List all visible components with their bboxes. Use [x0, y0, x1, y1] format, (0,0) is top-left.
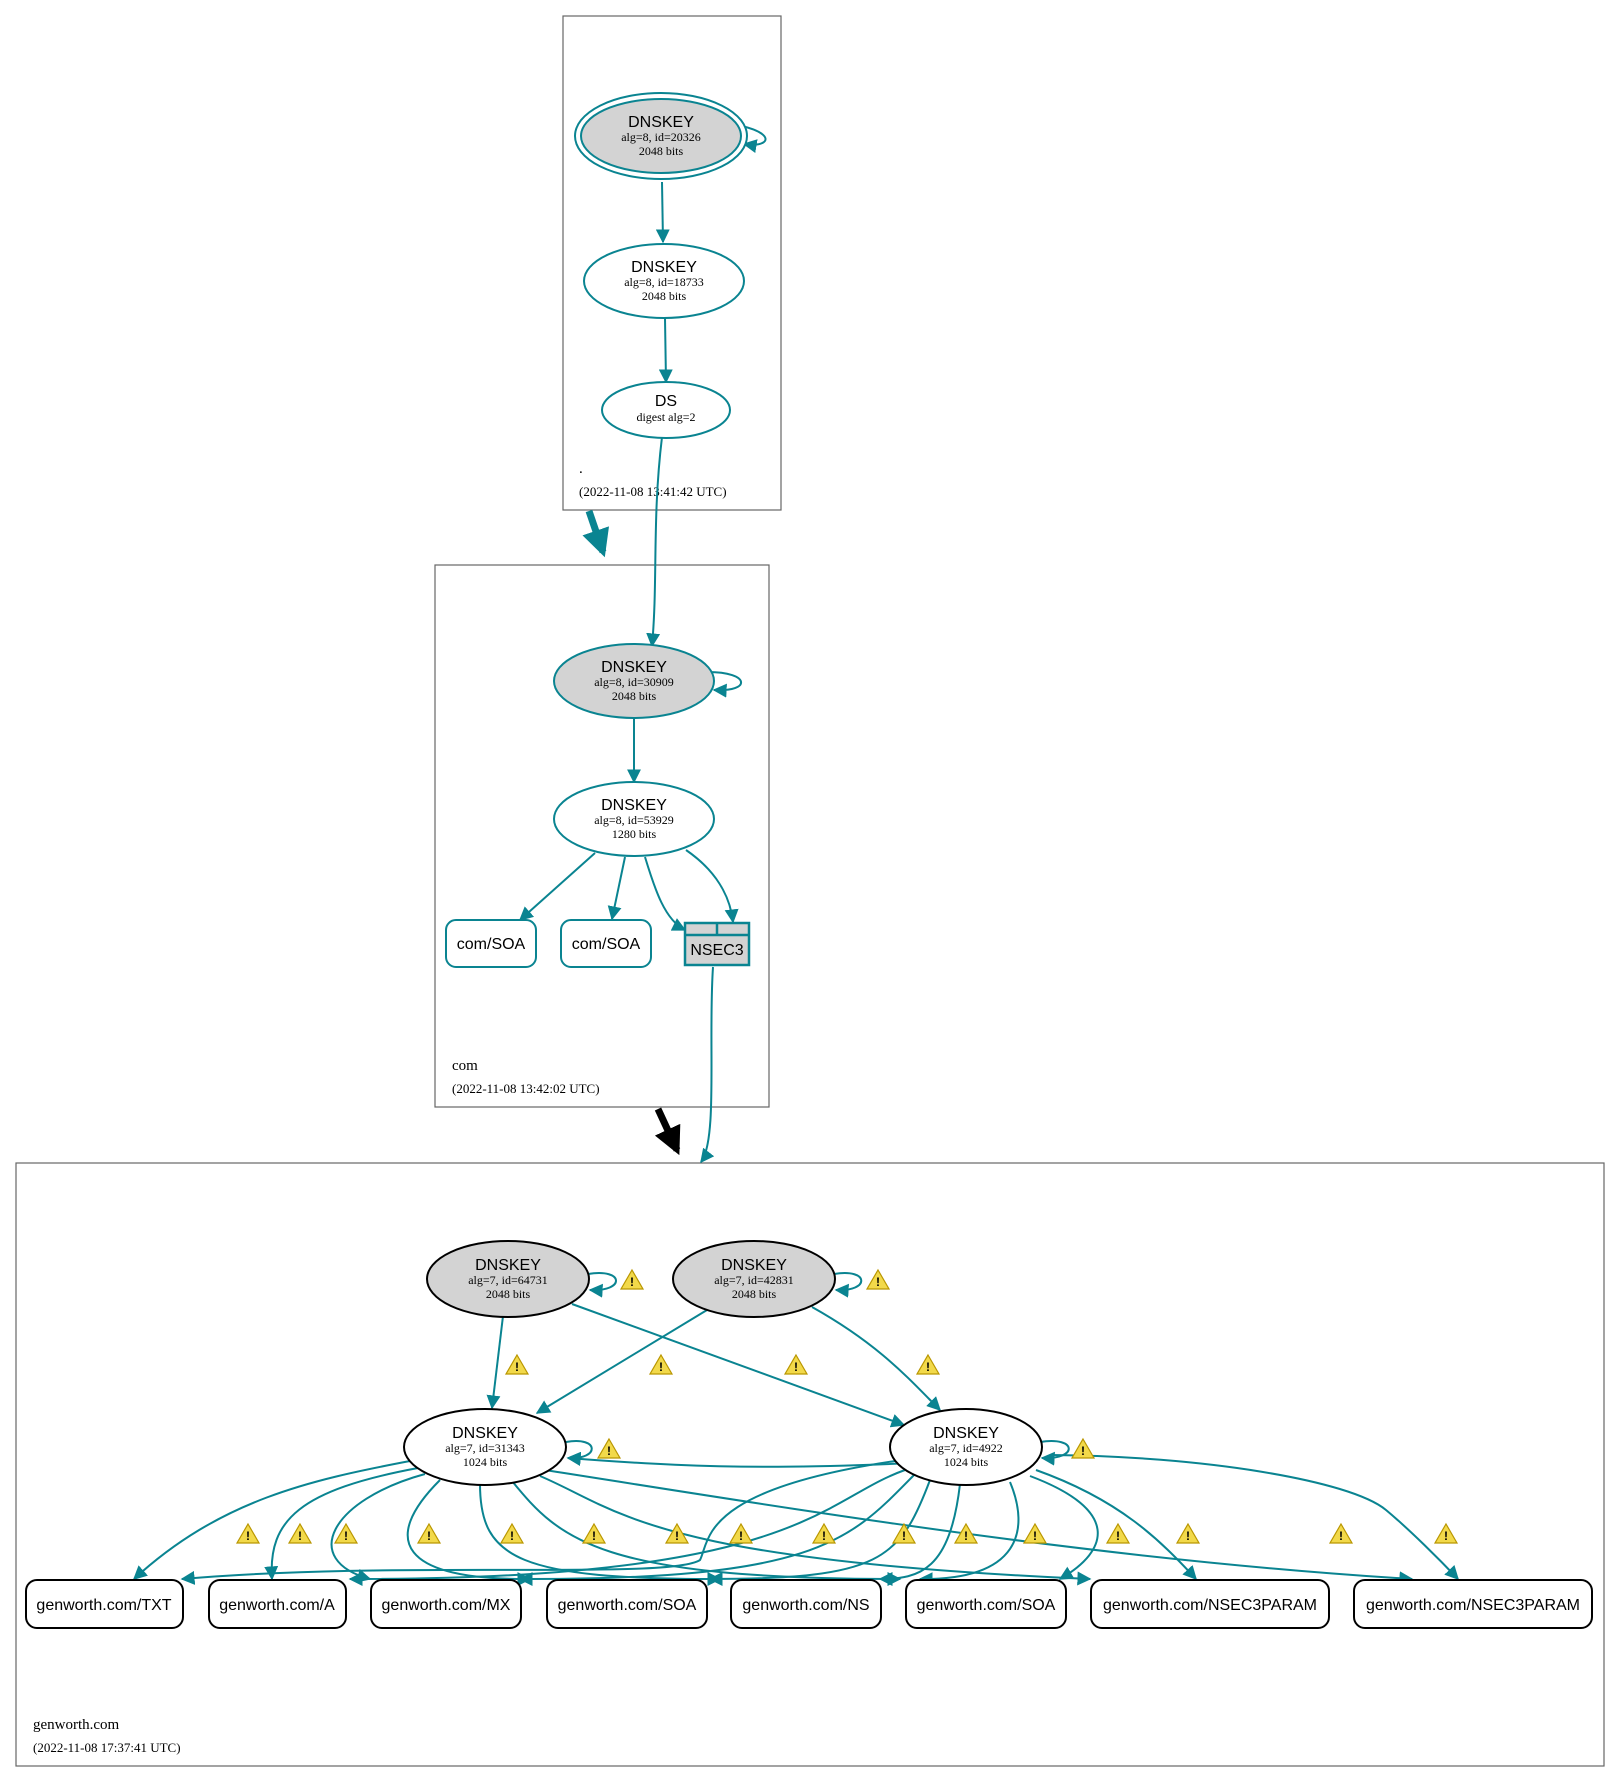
root-ksk-title: DNSKEY	[628, 114, 694, 131]
gw-ksk-64731-size: 2048 bits	[486, 1287, 531, 1301]
rrset-label: genworth.com/SOA	[917, 1597, 1056, 1614]
rrset-label: genworth.com/SOA	[558, 1597, 697, 1614]
com-nsec3-node[interactable]: NSEC3	[683, 921, 751, 967]
gw-ksk-42831-size: 2048 bits	[732, 1287, 777, 1301]
rrset-node[interactable]: genworth.com/SOA	[546, 1579, 708, 1629]
rrset-label: genworth.com/NSEC3PARAM	[1103, 1597, 1317, 1614]
zone-com-time: (2022-11-08 13:42:02 UTC)	[452, 1081, 600, 1096]
zone-genworth-time: (2022-11-08 17:37:41 UTC)	[33, 1740, 181, 1755]
root-ksk-size: 2048 bits	[639, 144, 684, 158]
com-ksk-title: DNSKEY	[601, 659, 667, 676]
com-zsk-alg: alg=8, id=53929	[594, 813, 674, 827]
com-ksk-node[interactable]: DNSKEY alg=8, id=30909 2048 bits	[553, 643, 715, 719]
rrset-node[interactable]: genworth.com/NSEC3PARAM	[1090, 1579, 1330, 1629]
root-ds-node[interactable]: DS digest alg=2	[601, 381, 731, 439]
gw-zsk-4922-alg: alg=7, id=4922	[929, 1441, 1003, 1455]
rrset-node[interactable]: genworth.com/NSEC3PARAM	[1353, 1579, 1593, 1629]
com-soa-node-1[interactable]: com/SOA	[445, 919, 537, 968]
com-zsk-size: 1280 bits	[612, 827, 657, 841]
gw-ksk-64731-alg: alg=7, id=64731	[468, 1273, 548, 1287]
root-zsk-alg: alg=8, id=18733	[624, 275, 704, 289]
root-ds-title: DS	[655, 393, 677, 410]
zone-com-name: com	[452, 1058, 478, 1074]
gw-zsk-4922-size: 1024 bits	[944, 1455, 989, 1469]
com-edges	[518, 671, 743, 1164]
rrset-node[interactable]: genworth.com/MX	[370, 1579, 522, 1629]
com-ksk-alg: alg=8, id=30909	[594, 675, 674, 689]
com-nsec3-label: NSEC3	[690, 942, 743, 959]
rrset-node[interactable]: genworth.com/NS	[730, 1579, 882, 1629]
root-zsk-title: DNSKEY	[631, 259, 697, 276]
gw-ksk-64731-title: DNSKEY	[475, 1257, 541, 1274]
gw-zsk-31343-size: 1024 bits	[463, 1455, 508, 1469]
zone-genworth-name: genworth.com	[33, 1717, 120, 1733]
root-zsk-node[interactable]: DNSKEY alg=8, id=18733 2048 bits	[583, 243, 745, 319]
rrset-label: genworth.com/MX	[382, 1597, 511, 1614]
com-soa-node-2[interactable]: com/SOA	[560, 919, 652, 968]
gw-zsk-4922-title: DNSKEY	[933, 1425, 999, 1442]
com-zsk-title: DNSKEY	[601, 797, 667, 814]
gw-ksk-42831-title: DNSKEY	[721, 1257, 787, 1274]
delegation-root-com	[582, 509, 610, 558]
zone-root-name: .	[579, 461, 583, 477]
gw-ksk-42831-node[interactable]: DNSKEY alg=7, id=42831 2048 bits	[672, 1240, 836, 1318]
com-soa-label-1: com/SOA	[457, 936, 526, 953]
rrset-node[interactable]: genworth.com/TXT	[25, 1579, 184, 1629]
gw-zsk-31343-node[interactable]: DNSKEY alg=7, id=31343 1024 bits	[403, 1408, 567, 1486]
gw-zsk-4922-node[interactable]: DNSKEY alg=7, id=4922 1024 bits	[889, 1408, 1043, 1486]
com-soa-label-2: com/SOA	[572, 936, 641, 953]
delegation-com-genworth	[654, 1107, 681, 1156]
gw-zsk-31343-title: DNSKEY	[452, 1425, 518, 1442]
com-ksk-size: 2048 bits	[612, 689, 657, 703]
rrset-label: genworth.com/NS	[742, 1597, 869, 1614]
rrset-label: genworth.com/TXT	[36, 1597, 171, 1614]
rrset-label: genworth.com/NSEC3PARAM	[1366, 1597, 1580, 1614]
gw-ksk-42831-alg: alg=7, id=42831	[714, 1273, 794, 1287]
gw-ksk-64731-node[interactable]: DNSKEY alg=7, id=64731 2048 bits	[426, 1240, 590, 1318]
rrset-node[interactable]: genworth.com/A	[208, 1579, 347, 1629]
root-zsk-size: 2048 bits	[642, 289, 687, 303]
rrset-label: genworth.com/A	[219, 1597, 335, 1614]
gw-zsk-31343-alg: alg=7, id=31343	[445, 1441, 525, 1455]
root-ds-digest: digest alg=2	[636, 410, 695, 424]
root-ksk-alg: alg=8, id=20326	[621, 130, 701, 144]
root-ksk-node[interactable]: DNSKEY alg=8, id=20326 2048 bits	[574, 92, 748, 180]
zone-root-time: (2022-11-08 13:41:42 UTC)	[579, 484, 727, 499]
com-zsk-node[interactable]: DNSKEY alg=8, id=53929 1280 bits	[553, 781, 715, 857]
rrset-node[interactable]: genworth.com/SOA	[905, 1579, 1067, 1629]
